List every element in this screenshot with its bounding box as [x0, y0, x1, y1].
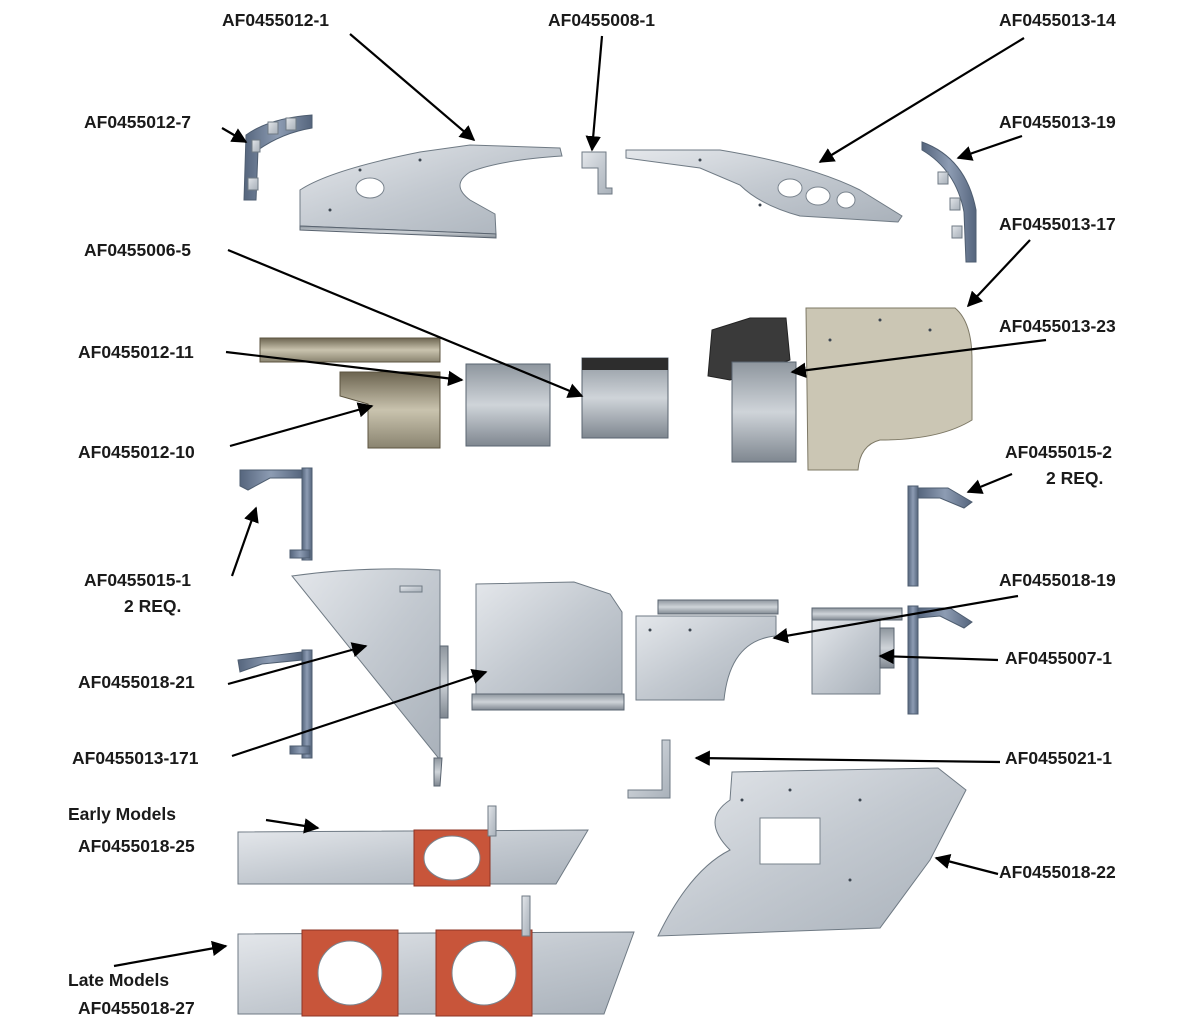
label-af0455018-22: AF0455018-22 [999, 862, 1116, 882]
label-af0455013-17: AF0455013-17 [999, 214, 1116, 234]
label-early-models: Early Models [68, 804, 176, 824]
label-af0455015-1-qty: 2 REQ. [124, 596, 182, 616]
part-af0455015-1-lower [237, 649, 313, 759]
part-af0455006-5 [465, 357, 669, 447]
part-af0455012-10-11 [259, 337, 441, 449]
arrow-af0455015-2 [966, 472, 1013, 494]
part-af0455013-17 [805, 307, 973, 471]
arrow-af0455013-23 [790, 338, 1047, 378]
part-af0455008-1 [581, 151, 613, 195]
part-af0455012-7 [243, 114, 313, 201]
part-af0455018-22 [657, 767, 967, 937]
part-af0455013-23 [707, 317, 797, 463]
arrow-af0455012-10 [229, 402, 374, 448]
label-af0455015-1: AF0455015-1 [84, 570, 192, 590]
arrow-af0455018-19 [772, 594, 1019, 644]
part-af0455012-1 [299, 144, 563, 239]
arrow-af0455013-19 [956, 134, 1023, 161]
arrow-af0455008-1 [585, 35, 604, 152]
label-af0455008-1: AF0455008-1 [548, 10, 656, 30]
label-af0455007-1: AF0455007-1 [1005, 648, 1113, 668]
arrow-af0455012-7 [221, 127, 248, 143]
arrow-af0455015-1 [230, 506, 259, 577]
part-af0455013-171 [471, 581, 625, 711]
part-af0455018-19 [635, 599, 779, 701]
part-af0455015-1-upper [239, 467, 313, 561]
part-af0455015-2-upper [907, 485, 973, 587]
arrow-af0455007-1 [878, 648, 999, 665]
part-af0455007-1 [811, 607, 903, 695]
label-af0455018-27: AF0455018-27 [78, 998, 195, 1018]
part-af0455018-27 [237, 895, 635, 1017]
label-af0455015-2-qty: 2 REQ. [1046, 468, 1104, 488]
arrow-af0455006-5 [227, 248, 584, 398]
label-af0455018-21: AF0455018-21 [78, 672, 195, 692]
arrow-late-models [113, 940, 228, 968]
label-af0455015-2: AF0455015-2 [1005, 442, 1113, 462]
part-af0455015-2-lower [907, 605, 973, 715]
arrow-af0455021-1 [694, 750, 1001, 766]
label-af0455013-23: AF0455013-23 [999, 316, 1116, 336]
arrow-af0455012-1 [349, 33, 476, 142]
label-af0455012-11: AF0455012-11 [78, 342, 194, 362]
arrow-early-models [265, 818, 320, 834]
label-late-models: Late Models [68, 970, 170, 990]
label-af0455013-14: AF0455013-14 [999, 10, 1116, 30]
label-af0455012-1: AF0455012-1 [222, 10, 330, 30]
arrow-af0455018-22 [934, 854, 999, 876]
arrow-af0455013-171 [231, 669, 488, 758]
label-af0455013-171: AF0455013-171 [72, 748, 199, 768]
arrow-af0455013-14 [818, 37, 1025, 163]
part-af0455018-21 [291, 568, 449, 787]
label-af0455013-19: AF0455013-19 [999, 112, 1116, 132]
part-af0455013-19 [921, 141, 977, 263]
label-af0455012-7: AF0455012-7 [84, 112, 192, 132]
label-af0455018-19: AF0455018-19 [999, 570, 1116, 590]
part-af0455021-1 [627, 739, 671, 799]
label-af0455006-5: AF0455006-5 [84, 240, 192, 260]
arrow-af0455012-11 [225, 350, 464, 387]
arrow-af0455018-21 [227, 642, 368, 686]
arrow-af0455013-17 [966, 239, 1031, 308]
label-af0455021-1: AF0455021-1 [1005, 748, 1113, 768]
label-af0455018-25: AF0455018-25 [78, 836, 195, 856]
part-af0455013-14 [625, 149, 903, 223]
label-af0455012-10: AF0455012-10 [78, 442, 195, 462]
part-af0455018-25 [237, 805, 589, 887]
